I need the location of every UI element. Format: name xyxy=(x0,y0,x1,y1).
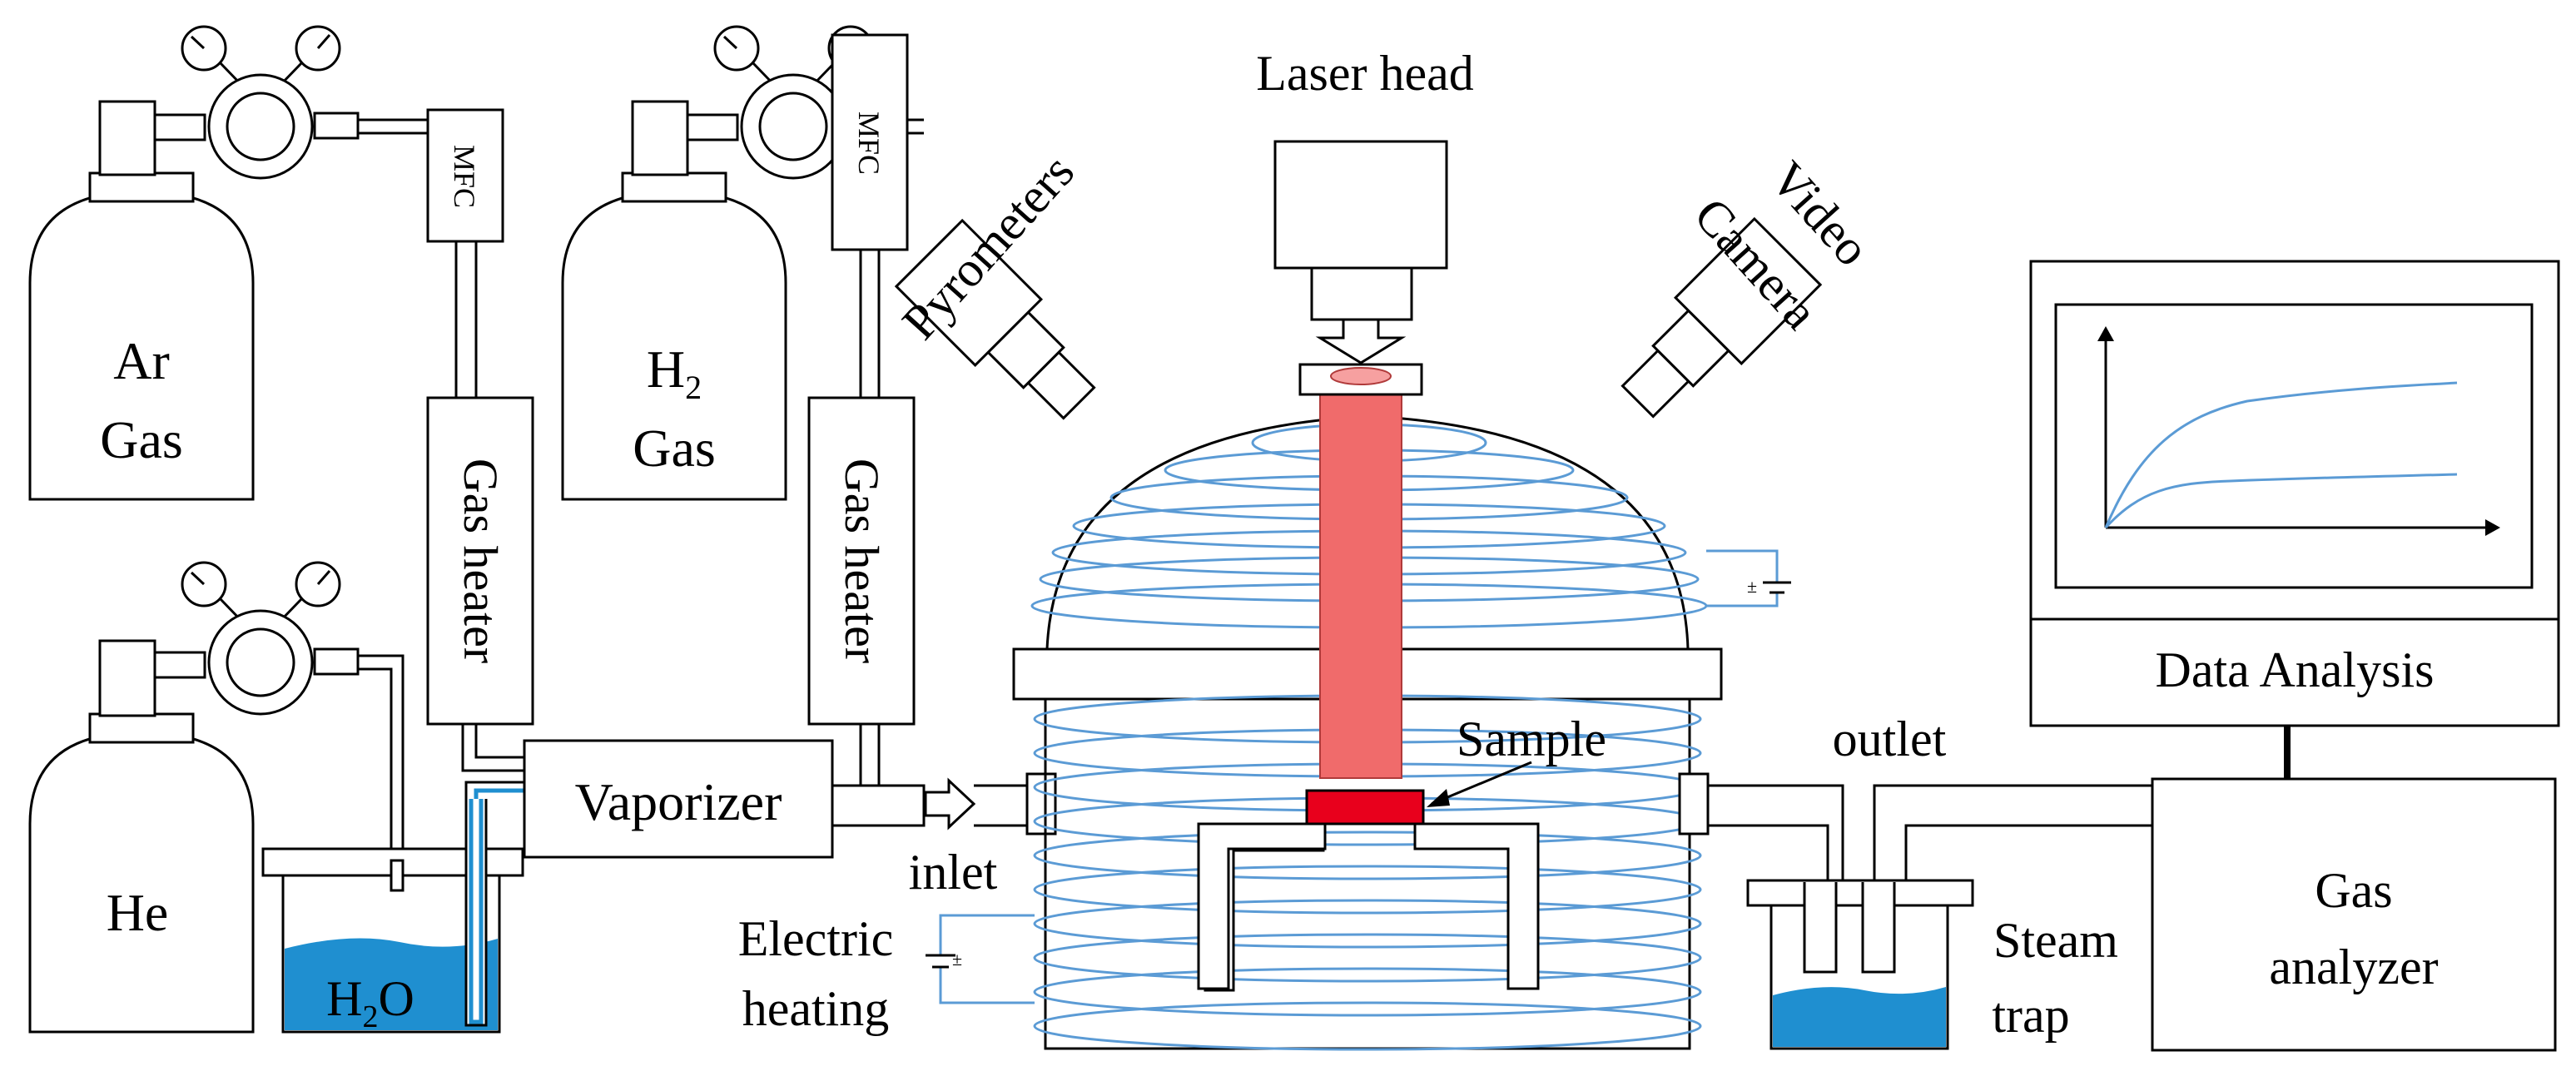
h2-gas-label: H2 xyxy=(647,340,702,406)
sample-holder xyxy=(1197,789,1540,992)
laser-head xyxy=(1273,140,1448,364)
vaporizer: Vaporizer xyxy=(523,739,834,859)
steam-label: Steam xyxy=(1993,913,2118,968)
he-gas-label: He xyxy=(107,883,169,942)
mfc-2: MFC xyxy=(831,33,909,251)
steam-trap xyxy=(1746,879,1974,1050)
ar-pressure-regulator xyxy=(181,25,360,180)
data-analysis-box: Data Analysis xyxy=(2029,617,2560,727)
trap-label: trap xyxy=(1992,988,2069,1043)
ar-line-to-mfc xyxy=(358,118,428,135)
water xyxy=(285,938,498,1030)
gas-analyzer: Gas analyzer xyxy=(2151,777,2557,1052)
inlet-port xyxy=(1025,772,1057,836)
outlet-port xyxy=(1678,772,1710,836)
electric-heating-label-2: heating xyxy=(742,981,890,1036)
water-bubbler: H2O xyxy=(261,799,524,1034)
plot-curve-upper xyxy=(2104,381,2458,528)
vaporizer-label: Vaporizer xyxy=(575,772,782,831)
h2-gas-cylinder: H2 Gas xyxy=(561,100,787,501)
laser-beam xyxy=(1319,378,1402,779)
sample-label: Sample xyxy=(1457,712,1606,766)
mfc-1-label: MFC xyxy=(448,145,481,208)
plot-curve-lower xyxy=(2104,473,2458,529)
chamber-power-sign: ± xyxy=(952,949,962,969)
h2-gas-label-2: Gas xyxy=(633,419,716,478)
gas-heater-2: Gas heater xyxy=(807,396,916,726)
ar-gas-cylinder: Ar Gas xyxy=(28,100,255,501)
he-gas-cylinder: He xyxy=(28,639,255,1034)
inlet-flow-arrow xyxy=(924,777,976,831)
video-camera xyxy=(1621,216,1823,419)
inlet-label: inlet xyxy=(909,845,998,900)
gas-heater-2-label: Gas heater xyxy=(835,459,889,663)
pyrometer xyxy=(894,218,1096,420)
ar-gas-label-1: Ar xyxy=(113,331,170,390)
gas-heater-1-label: Gas heater xyxy=(454,459,508,663)
he-bubbler-tube xyxy=(358,654,405,890)
mfc-2-label: MFC xyxy=(852,112,886,175)
ar-gas-label-2: Gas xyxy=(100,410,183,469)
water-label: H2O xyxy=(326,971,414,1034)
gas-analyzer-label-2: analyzer xyxy=(2269,940,2438,994)
mfc-1: MFC xyxy=(426,108,504,243)
gas-heater-1: Gas heater xyxy=(426,396,534,726)
outlet-label: outlet xyxy=(1833,712,1947,766)
data-analysis-label: Data Analysis xyxy=(2156,642,2435,697)
laser-head-label: Laser head xyxy=(1256,46,1474,101)
sample xyxy=(1305,789,1425,826)
he-pressure-regulator xyxy=(181,561,360,716)
dome-power-sign: ± xyxy=(1747,576,1757,597)
monitor xyxy=(2029,260,2560,621)
electric-heating-label-1: Electric xyxy=(738,911,894,966)
gas-analyzer-label-1: Gas xyxy=(2315,863,2392,918)
